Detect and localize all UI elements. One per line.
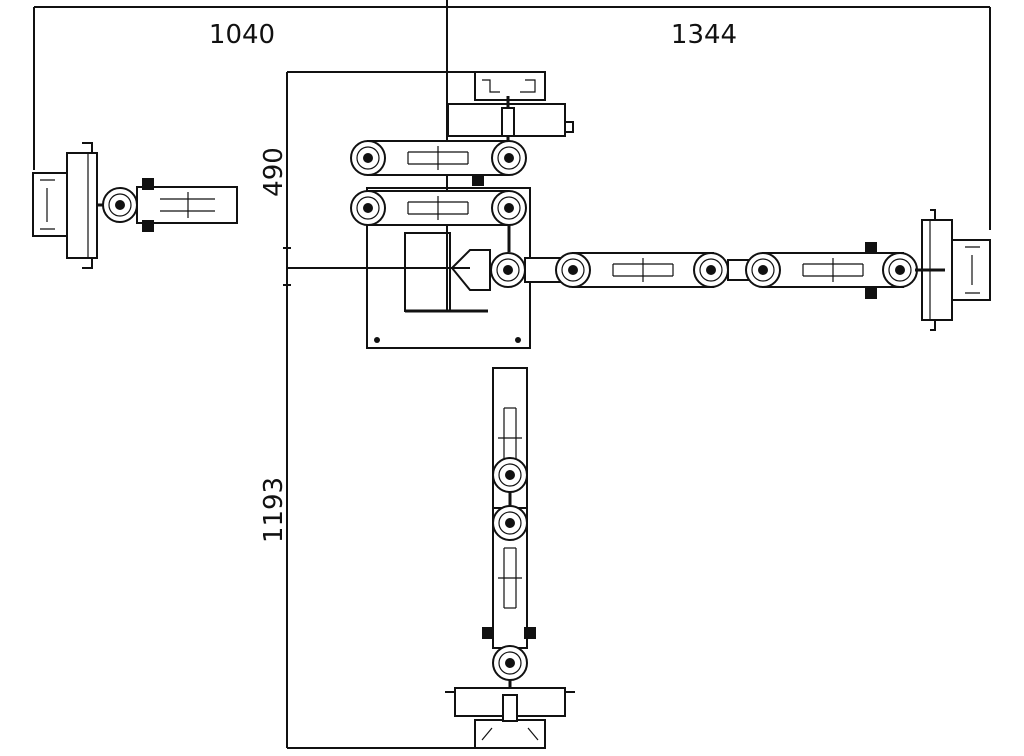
dimension-lines [33,0,991,749]
left-arm-assembly [32,142,238,269]
upper-arm-assembly [350,71,574,252]
dimension-label-1193: 1193 [259,477,289,543]
dimension-label-1040: 1040 [209,20,275,50]
dimension-label-1344: 1344 [671,20,737,50]
dimension-label-490: 490 [259,147,289,197]
base-plate [366,187,531,349]
right-arm-assembly [490,209,991,331]
lower-arm-assembly [445,367,575,749]
